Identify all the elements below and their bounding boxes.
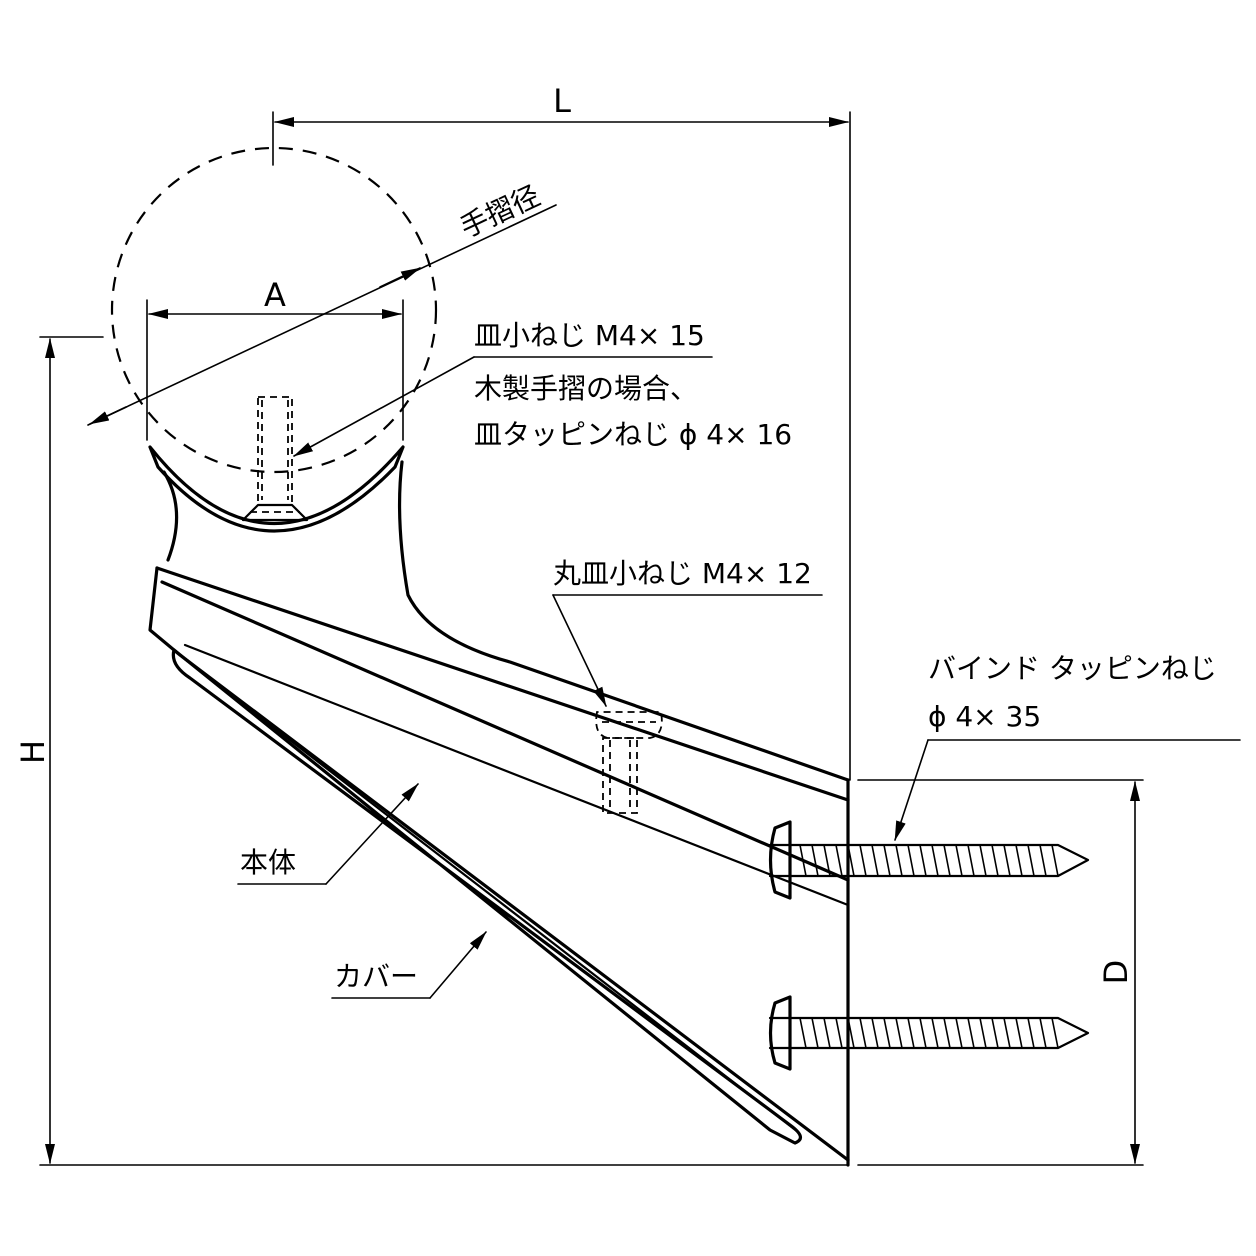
- leader-cover: カバー: [331, 931, 487, 999]
- bracket-body: [148, 460, 850, 1167]
- label-screw-m4x15: 皿小ねじ M4× 15: [474, 319, 705, 352]
- dimension-A: A: [146, 276, 404, 441]
- leader-tapping-screw: バインド タッピンねじ ϕ 4× 35: [894, 652, 1241, 841]
- leader-screw-m4x15: 皿小ねじ M4× 15 木製手摺の場合、 皿タッピンねじ ϕ 4× 16: [293, 319, 792, 457]
- dimension-L-label: L: [553, 82, 571, 120]
- saddle: [148, 445, 405, 533]
- label-cover: カバー: [334, 960, 418, 993]
- diameter-label: 手摺径: [455, 179, 545, 244]
- screw-m4x15: [241, 396, 309, 522]
- dimension-A-label: A: [264, 276, 286, 314]
- leader-body: 本体: [237, 783, 419, 885]
- dimension-L: L: [272, 82, 851, 781]
- dimension-D-label: D: [1097, 960, 1135, 985]
- label-body: 本体: [240, 846, 296, 879]
- screw-m4x12: [595, 711, 663, 814]
- dimension-D: D: [857, 779, 1144, 1166]
- label-tapping-screw-4x35: ϕ 4× 35: [928, 700, 1041, 733]
- label-tapping-screw-4x16: 皿タッピンねじ ϕ 4× 16: [474, 418, 792, 451]
- tapping-screw-upper: [768, 820, 1090, 900]
- label-screw-m4x12: 丸皿小ねじ M4× 12: [553, 557, 812, 590]
- dimension-H: H: [14, 336, 849, 1166]
- leader-screw-m4x12: 丸皿小ねじ M4× 12: [552, 557, 823, 707]
- dimension-H-label: H: [14, 740, 52, 764]
- label-binding-tapping-screw: バインド タッピンねじ: [928, 652, 1217, 685]
- label-wooden-handrail: 木製手摺の場合、: [474, 372, 698, 405]
- handrail-outline: [110, 146, 438, 474]
- tapping-screw-lower: [768, 995, 1090, 1071]
- bracket-cover: [171, 648, 802, 1145]
